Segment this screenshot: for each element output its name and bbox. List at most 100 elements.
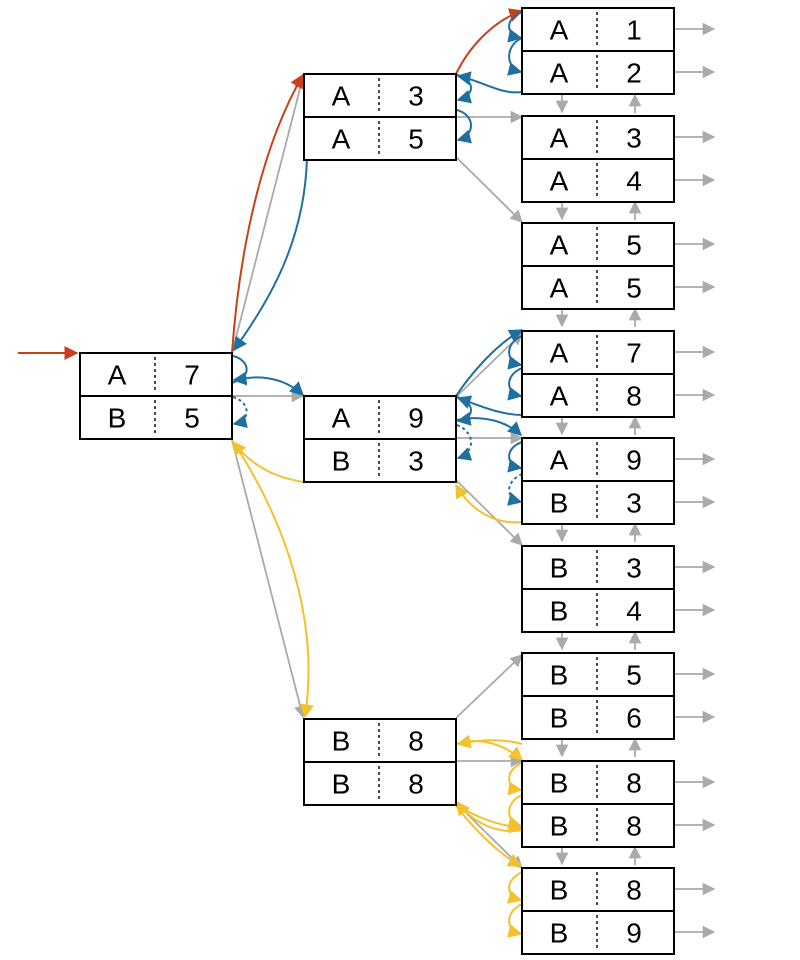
yellow-arrow-root-n3 xyxy=(231,439,314,719)
blue-arrow-n1-loop xyxy=(456,74,473,104)
yellow-arrow-l9-loop xyxy=(507,871,523,904)
blue-arrow-root-loop-dashed xyxy=(232,396,248,429)
leaf-node-entry xyxy=(521,910,675,955)
node-key-letter: A xyxy=(332,403,351,434)
blue-arrow-l1-n1 xyxy=(456,71,523,94)
node-key-number: 3 xyxy=(626,488,642,519)
node-key-letter: B xyxy=(332,446,351,477)
yellow-arrow-n3-loop xyxy=(455,740,524,761)
leaf-node-entry xyxy=(521,760,675,805)
yellow-arrow-l5-n2 xyxy=(455,483,523,524)
blue-arrow-l5-loop xyxy=(507,441,523,473)
blue-arrow-l1-loop xyxy=(507,11,523,43)
internal-node-entry xyxy=(303,718,457,763)
internal-node-entry xyxy=(303,116,457,161)
leaf-node-entry xyxy=(521,545,675,590)
yellow-arrow-l8-n3b xyxy=(456,800,523,832)
node-key-number: 7 xyxy=(184,360,200,391)
node-key-letter: B xyxy=(332,726,351,757)
internal-node-entry xyxy=(303,438,457,483)
blue-arrow-n2-l4 xyxy=(455,329,524,397)
node-key-letter: B xyxy=(550,553,569,584)
leaf-node-entry xyxy=(521,265,675,310)
blue-arrow-l4-loop2 xyxy=(507,367,523,401)
node-key-number: 9 xyxy=(626,445,642,476)
gray-arrow-n2-l6 xyxy=(455,479,523,546)
internal-node-entry xyxy=(303,761,457,806)
leaf-node-entry xyxy=(521,867,675,912)
node-key-number: 5 xyxy=(626,660,642,691)
node-key-letter: B xyxy=(550,811,569,842)
node-key-letter: A xyxy=(550,123,569,154)
record-pointer-arrows xyxy=(674,22,716,939)
node-key-letter: A xyxy=(108,360,127,391)
node-key-letter: B xyxy=(332,769,351,800)
red-search-path xyxy=(18,8,524,360)
blue-arrow-n1-root xyxy=(233,156,308,352)
node-key-number: 7 xyxy=(626,338,642,369)
node-key-letter: B xyxy=(550,703,569,734)
yellow-arrow-n3-l9 xyxy=(455,805,523,867)
leaf-node-entry xyxy=(521,50,675,95)
leaf-node-entry xyxy=(521,373,675,418)
blue-arrow-l5-loop-dashed xyxy=(507,473,523,506)
yellow-arrow-n2-root xyxy=(232,440,304,483)
node-key-letter: A xyxy=(550,273,569,304)
node-key-letter: B xyxy=(550,918,569,949)
blue-arrow-root-n2 xyxy=(231,376,305,396)
root-node-entry xyxy=(79,395,233,440)
gray-arrow-n1-l3 xyxy=(455,156,523,223)
node-key-number: 1 xyxy=(626,15,642,46)
node-key-letter: A xyxy=(550,15,569,46)
leaf-node-entry xyxy=(521,437,675,482)
node-key-number: 3 xyxy=(626,123,642,154)
node-key-number: 9 xyxy=(408,403,424,434)
leaf-node-entry xyxy=(521,480,675,525)
node-key-number: 5 xyxy=(408,124,424,155)
gray-arrow-root-n1 xyxy=(231,75,307,354)
blue-return-paths xyxy=(231,11,524,506)
leaf-node-entry xyxy=(521,7,675,52)
node-key-letter: A xyxy=(550,166,569,197)
node-key-number: 3 xyxy=(626,553,642,584)
blue-arrow-l1-loop2 xyxy=(507,37,523,76)
gray-arrow-root-n3 xyxy=(231,439,307,719)
node-key-letter: A xyxy=(550,58,569,89)
node-key-number: 4 xyxy=(626,166,642,197)
yellow-arrow-l9-loop2 xyxy=(507,903,523,938)
yellow-arrow-n3-l8 xyxy=(455,802,524,834)
leaf-node-entry xyxy=(521,588,675,633)
node-key-number: 8 xyxy=(408,726,424,757)
gray-arrow-n3-l7 xyxy=(455,654,523,719)
blue-arrow-l4-n2 xyxy=(456,395,523,416)
node-key-number: 2 xyxy=(626,58,642,89)
leaf-node-entry xyxy=(521,695,675,740)
node-key-letter: B xyxy=(108,403,127,434)
node-key-number: 8 xyxy=(626,811,642,842)
node-key-letter: A xyxy=(550,230,569,261)
node-key-number: 9 xyxy=(626,918,642,949)
blue-arrow-root-loop xyxy=(232,355,248,386)
internal-node-entry xyxy=(303,395,457,440)
node-key-number: 4 xyxy=(626,596,642,627)
root-node-entry xyxy=(79,352,233,397)
node-key-number: 6 xyxy=(626,703,642,734)
red-arrow-root-n1 xyxy=(231,73,304,354)
internal-node-entry xyxy=(303,73,457,118)
node-key-letter: A xyxy=(550,338,569,369)
node-key-number: 3 xyxy=(408,81,424,112)
node-key-letter: B xyxy=(550,488,569,519)
blue-arrow-n2-loop-dashed xyxy=(456,424,473,461)
leaf-node-entry xyxy=(521,652,675,697)
node-key-letter: A xyxy=(550,445,569,476)
